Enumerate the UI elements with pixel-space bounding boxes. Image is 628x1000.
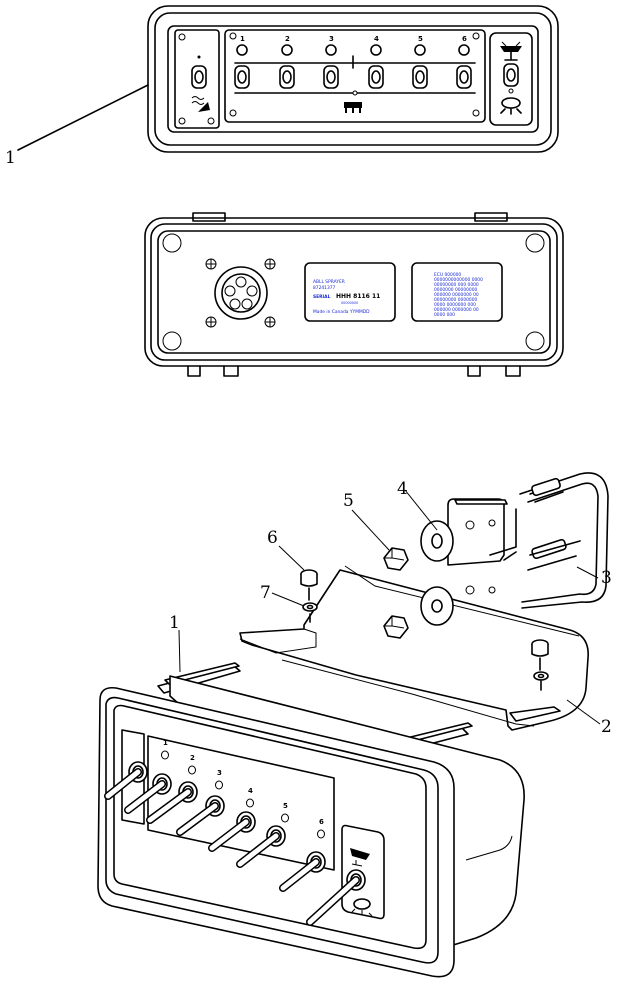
iso-toggle-lever-7 — [279, 851, 326, 892]
info-label-line-4: 0000000 00000000 — [434, 287, 478, 293]
leader-line-1-bottom — [178, 629, 181, 673]
iso-toggle-lever-1 — [104, 761, 148, 800]
leader-line-2 — [566, 699, 601, 725]
iso-toggle-lever-4 — [176, 795, 225, 836]
washer-upper — [420, 520, 454, 562]
indicator-lamp-6 — [458, 44, 470, 56]
indicator-lamp-5 — [414, 44, 426, 56]
harness-connector — [205, 258, 276, 328]
serial-label-key: SERIAL — [313, 294, 331, 300]
indicator-lamp-3 — [325, 44, 337, 56]
iso-switch-number-5: 5 — [283, 802, 288, 810]
serial-label: ABLL SPRAYER 87241377 SERIAL HHH 8116 11… — [304, 262, 396, 322]
corner-bosses — [162, 233, 545, 351]
leader-line-4 — [404, 489, 438, 531]
leader-line-3 — [576, 566, 599, 579]
washer-lower — [420, 586, 454, 626]
feet — [187, 365, 521, 377]
switch-number-5: 5 — [418, 35, 423, 43]
iso-indicator-lamp-6 — [317, 829, 325, 839]
iso-indicator-lamp-3 — [215, 780, 223, 790]
iso-switch-number-2: 2 — [190, 754, 195, 762]
callout-7: 7 — [260, 583, 271, 603]
bolt-left — [300, 569, 318, 623]
callout-1-bottom: 1 — [169, 613, 180, 633]
iso-toggle-lever-6 — [236, 825, 286, 868]
info-label-line-9: 0000 000 — [434, 312, 455, 318]
toggle-switch-2 — [279, 65, 295, 89]
iso-indicator-lamp-4 — [246, 798, 254, 808]
right-switch-panel — [489, 32, 533, 126]
nut-lower — [383, 615, 409, 639]
info-label-line-8: 000000 0000000 00 — [434, 307, 479, 313]
control-box-front-view: 1 2 3 4 5 6 — [147, 5, 559, 153]
info-label-line-1: ECU 000000 — [434, 272, 461, 278]
info-label-line-5: 000000 0000000 00 — [434, 292, 479, 298]
callout-2: 2 — [601, 717, 612, 737]
indicator-lamp-4 — [370, 44, 382, 56]
iso-toggle-lever-2 — [124, 773, 172, 814]
callout-5: 5 — [343, 491, 354, 511]
lower-icon — [500, 97, 522, 115]
indicator-lamp-1 — [236, 44, 248, 56]
u-bolt — [519, 472, 609, 609]
mounting-bracket — [239, 498, 589, 731]
callout-4: 4 — [397, 479, 408, 499]
iso-indicator-lamp-2 — [188, 765, 196, 775]
info-label-line-2: 0000000000000 0000 — [434, 277, 483, 283]
callouts: 4 5 6 7 3 2 1 — [169, 479, 612, 737]
toggle-switch-3 — [323, 65, 339, 89]
leader-line-6 — [278, 545, 305, 571]
info-label-line-6: 00000000 0000000 — [434, 297, 478, 303]
toggle-switch-4 — [368, 65, 384, 89]
serial-label-sub: 00000000 — [341, 301, 358, 305]
iso-switch-number-4: 4 — [248, 787, 253, 795]
switch-number-1: 1 — [240, 35, 245, 43]
serial-label-value: HHH 8116 11 — [336, 293, 380, 300]
iso-toggle-lever-8 — [306, 869, 366, 926]
leader-line-5 — [351, 509, 390, 551]
nut-upper — [383, 547, 409, 571]
toggle-switch-5 — [412, 65, 428, 89]
toggle-switch-6 — [456, 65, 472, 89]
serial-label-footer: Made in Canada YYMMDD — [313, 309, 370, 315]
raise-icon — [500, 41, 522, 61]
boom-switch-panel: 1 2 3 4 5 6 — [224, 29, 486, 123]
callout-1-top: 1 — [5, 148, 16, 168]
callout-3: 3 — [601, 568, 612, 588]
switch-number-2: 2 — [285, 35, 290, 43]
iso-switch-number-6: 6 — [319, 818, 324, 826]
bolt-right — [531, 639, 549, 691]
iso-indicator-lamp-1 — [161, 750, 169, 760]
info-label-line-7: 0000 0000000 000 — [434, 302, 476, 308]
left-switch-panel — [174, 29, 220, 129]
iso-switch-number-1: 1 — [163, 739, 168, 747]
iso-toggle-lever-5 — [208, 811, 256, 852]
control-box-isometric: 1 2 3 4 5 6 — [97, 662, 525, 978]
iso-switch-number-3: 3 — [217, 769, 222, 777]
iso-toggle-lever-3 — [146, 781, 198, 824]
info-label-line-3: 00000000 000 0000 — [434, 282, 479, 288]
serial-label-line1: ABLL SPRAYER — [313, 279, 345, 285]
switch-number-3: 3 — [329, 35, 334, 43]
control-box-rear-view: ABLL SPRAYER 87241377 SERIAL HHH 8116 11… — [144, 212, 564, 377]
switch-number-6: 6 — [462, 35, 467, 43]
leader-line-7 — [271, 592, 305, 607]
boom-icon — [344, 102, 362, 113]
indicator-lamp-2 — [281, 44, 293, 56]
callout-6: 6 — [267, 528, 278, 548]
toggle-switch-1 — [234, 65, 250, 89]
serial-label-line2: 87241377 — [313, 285, 336, 291]
iso-indicator-lamp-5 — [281, 813, 289, 823]
spray-boom-icon — [191, 96, 210, 112]
leader-line-1-top — [17, 84, 149, 151]
switch-number-4: 4 — [374, 35, 379, 43]
